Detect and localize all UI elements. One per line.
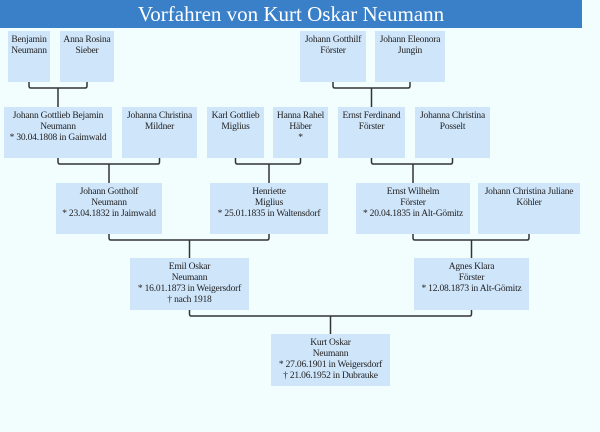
person-text: Johann Gottlieb Bejamin: [12, 111, 104, 121]
person-text: Neumann: [11, 46, 47, 56]
person-text: Köhler: [516, 198, 542, 208]
person-text: Ernst Wilhelm: [386, 187, 440, 197]
person-text: Neumann: [40, 122, 76, 132]
person-text: * 25.01.1835 in Waltensdorf: [217, 209, 321, 219]
person-text: Johann Christina Juliane: [484, 187, 574, 197]
person-text: Emil Oskar: [168, 262, 211, 272]
person-text: * 12.08.1873 in Alt-Gömitz: [421, 284, 522, 294]
parent-bracket-agnes: [412, 234, 530, 258]
person-text: Kurt Oskar: [310, 338, 351, 348]
parent-bracket-ernstw: [370, 158, 454, 183]
parent-bracket-henriette: [234, 158, 302, 183]
person-text: † nach 1918: [167, 295, 212, 305]
person-text: Johann Eleonora: [379, 35, 441, 45]
person-text: Sieber: [75, 46, 99, 56]
person-text: Johann Gottholf: [79, 187, 139, 197]
person-text: Häber: [289, 122, 312, 132]
person-text: Neumann: [171, 273, 208, 283]
person-text: Förster: [458, 273, 485, 283]
person-text: Förster: [358, 122, 385, 132]
person-text: Förster: [400, 198, 426, 208]
person-text: Neumann: [312, 349, 349, 359]
person-text: Neumann: [91, 198, 127, 208]
person-text: Agnes Klara: [448, 262, 495, 272]
person-text: Hanna Rahel: [276, 111, 325, 121]
person-text: * 20.04.1835 in Alt-Gömitz: [362, 209, 464, 219]
person-text: † 21.06.1952 in Dubrauke: [283, 371, 378, 381]
person-text: *: [298, 133, 303, 143]
person-text: Johann Gotthilf: [304, 35, 362, 45]
person-text: Henriette: [252, 187, 286, 197]
person-text: * 30.04.1808 in Gaimwald: [9, 133, 107, 143]
person-text: Karl Gottlieb: [211, 111, 260, 121]
parent-bracket-ernstf: [332, 82, 411, 107]
parent-bracket-emil: [108, 234, 270, 258]
page-title: Vorfahren von Kurt Oskar Neumann: [0, 0, 582, 28]
parent-bracket-jgb: [28, 82, 88, 107]
person-text: * 27.06.1901 in Weigersdorf: [278, 360, 383, 370]
person-text: Benjamin: [11, 35, 47, 45]
person-text: Johanna Christina: [127, 111, 192, 121]
person-text: * 23.04.1832 in Jaimwald: [62, 209, 156, 219]
parent-bracket-kurt: [188, 310, 473, 334]
person-text: Ernst Ferdinand: [342, 111, 401, 121]
person-text: Förster: [320, 46, 346, 56]
person-text: Posselt: [439, 122, 466, 132]
person-text: Mildner: [144, 122, 175, 132]
person-text: Jungin: [397, 46, 423, 56]
parent-bracket-gottholf: [57, 158, 161, 183]
person-text: Anna Rosina: [63, 35, 111, 45]
person-text: * 16.01.1873 in Weigersdorf: [137, 284, 242, 294]
person-text: Miglius: [221, 122, 250, 132]
person-text: Miglius: [254, 198, 284, 208]
person-text: Johanna Christina: [420, 111, 485, 121]
